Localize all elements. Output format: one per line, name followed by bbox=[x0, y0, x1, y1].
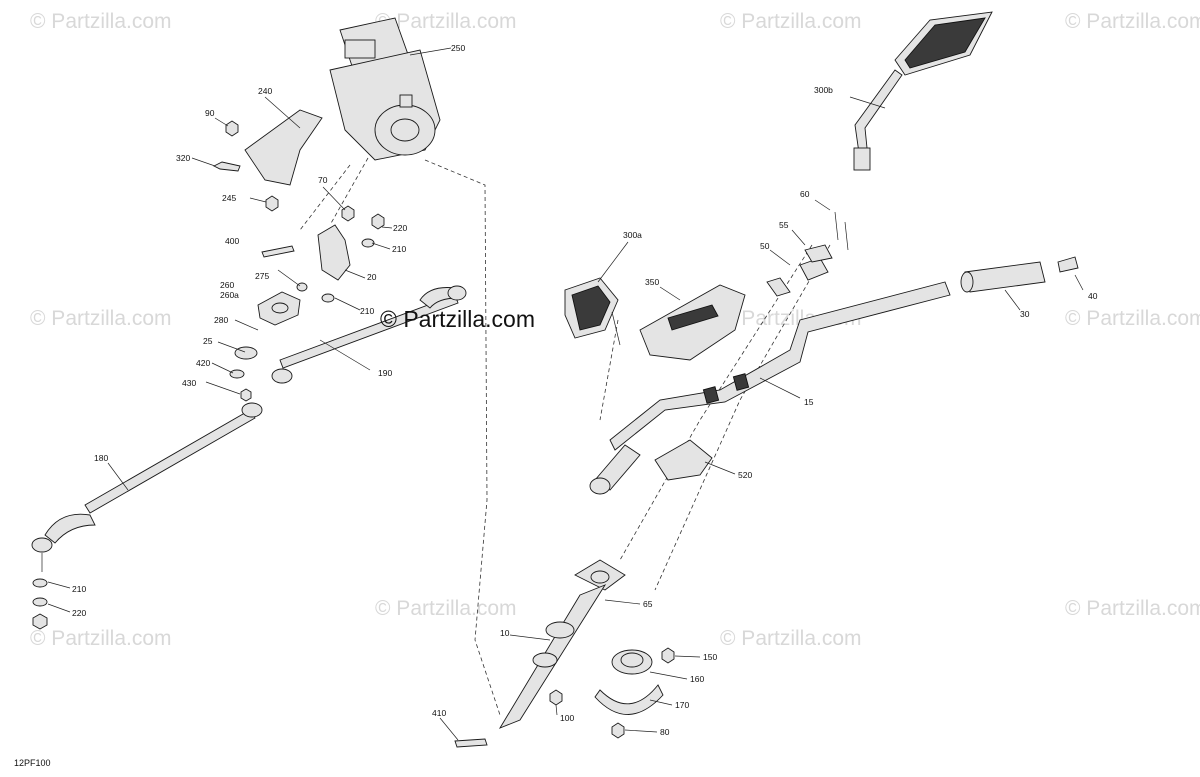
callout-275: 275 bbox=[255, 271, 269, 281]
tie-rod-long bbox=[31, 402, 263, 572]
alignment-lines bbox=[299, 157, 831, 716]
callout-210: 210 bbox=[72, 584, 86, 594]
callout-245: 245 bbox=[222, 193, 236, 203]
diagram-id: 12PF100 bbox=[14, 758, 51, 768]
callout-80: 80 bbox=[660, 727, 670, 737]
callout-170: 170 bbox=[675, 700, 689, 710]
watermark: © Partzilla.com bbox=[30, 627, 172, 650]
watermark: © Partzilla.com bbox=[1065, 307, 1200, 330]
mirror-left bbox=[564, 277, 621, 346]
callout-180: 180 bbox=[94, 453, 108, 463]
callout-320: 320 bbox=[176, 153, 190, 163]
callout-15: 15 bbox=[804, 397, 814, 407]
callout-220: 220 bbox=[72, 608, 86, 618]
handlebar bbox=[589, 281, 951, 495]
bearing-assembly bbox=[594, 649, 664, 715]
watermark: © Partzilla.com bbox=[720, 10, 862, 33]
steering-column bbox=[498, 559, 626, 729]
callout-90: 90 bbox=[205, 108, 215, 118]
callout-60: 60 bbox=[800, 189, 810, 199]
callout-520: 520 bbox=[738, 470, 752, 480]
callout-160: 160 bbox=[690, 674, 704, 684]
callout-430: 430 bbox=[182, 378, 196, 388]
fasteners bbox=[32, 120, 675, 748]
callout-220: 220 bbox=[393, 223, 407, 233]
callout-30: 30 bbox=[1020, 309, 1030, 319]
bracket bbox=[244, 109, 323, 186]
watermarks: © Partzilla.com © Partzilla.com © Partzi… bbox=[30, 10, 1200, 650]
callout-190: 190 bbox=[378, 368, 392, 378]
callout-300a: 300a bbox=[623, 230, 642, 240]
callout-210: 210 bbox=[392, 244, 406, 254]
callout-50: 50 bbox=[760, 241, 770, 251]
watermark: © Partzilla.com bbox=[30, 307, 172, 330]
callout-25: 25 bbox=[203, 336, 213, 346]
callout-10: 10 bbox=[500, 628, 510, 638]
callout-20: 20 bbox=[367, 272, 377, 282]
handlebar-pad bbox=[639, 284, 746, 361]
callout-350: 350 bbox=[645, 277, 659, 287]
watermark: © Partzilla.com bbox=[30, 10, 172, 33]
callout-65: 65 bbox=[643, 599, 653, 609]
callout-210: 210 bbox=[360, 306, 374, 316]
mirror-right bbox=[853, 11, 993, 171]
callout-260a: 260a bbox=[220, 290, 239, 300]
watermark: © Partzilla.com bbox=[1065, 10, 1200, 33]
callout-70: 70 bbox=[318, 175, 328, 185]
callout-400: 400 bbox=[225, 236, 239, 246]
tie-rod-short bbox=[271, 285, 467, 384]
callout-260: 260 bbox=[220, 280, 234, 290]
callout-280: 280 bbox=[214, 315, 228, 325]
callout-150: 150 bbox=[703, 652, 717, 662]
brand-watermark: © Partzilla.com bbox=[380, 306, 535, 332]
watermark: © Partzilla.com bbox=[375, 10, 517, 33]
handlebar-clamps bbox=[766, 211, 849, 297]
plate-hole bbox=[271, 302, 289, 314]
watermark: © Partzilla.com bbox=[375, 597, 517, 620]
callout-labels: 250 240 90 320 245 70 220 400 210 275 20… bbox=[72, 43, 1098, 737]
callout-300b: 300b bbox=[814, 85, 833, 95]
pitman-arm bbox=[317, 224, 351, 281]
grip bbox=[960, 256, 1079, 293]
callout-40: 40 bbox=[1088, 291, 1098, 301]
riser bbox=[654, 439, 713, 481]
watermark: © Partzilla.com bbox=[1065, 597, 1200, 620]
callout-420: 420 bbox=[196, 358, 210, 368]
callout-100: 100 bbox=[560, 713, 574, 723]
watermark: © Partzilla.com bbox=[720, 627, 862, 650]
callout-240: 240 bbox=[258, 86, 272, 96]
callout-410: 410 bbox=[432, 708, 446, 718]
power-steering-unit bbox=[329, 17, 441, 161]
callout-250: 250 bbox=[451, 43, 465, 53]
callout-55: 55 bbox=[779, 220, 789, 230]
leader-lines bbox=[47, 47, 1084, 741]
